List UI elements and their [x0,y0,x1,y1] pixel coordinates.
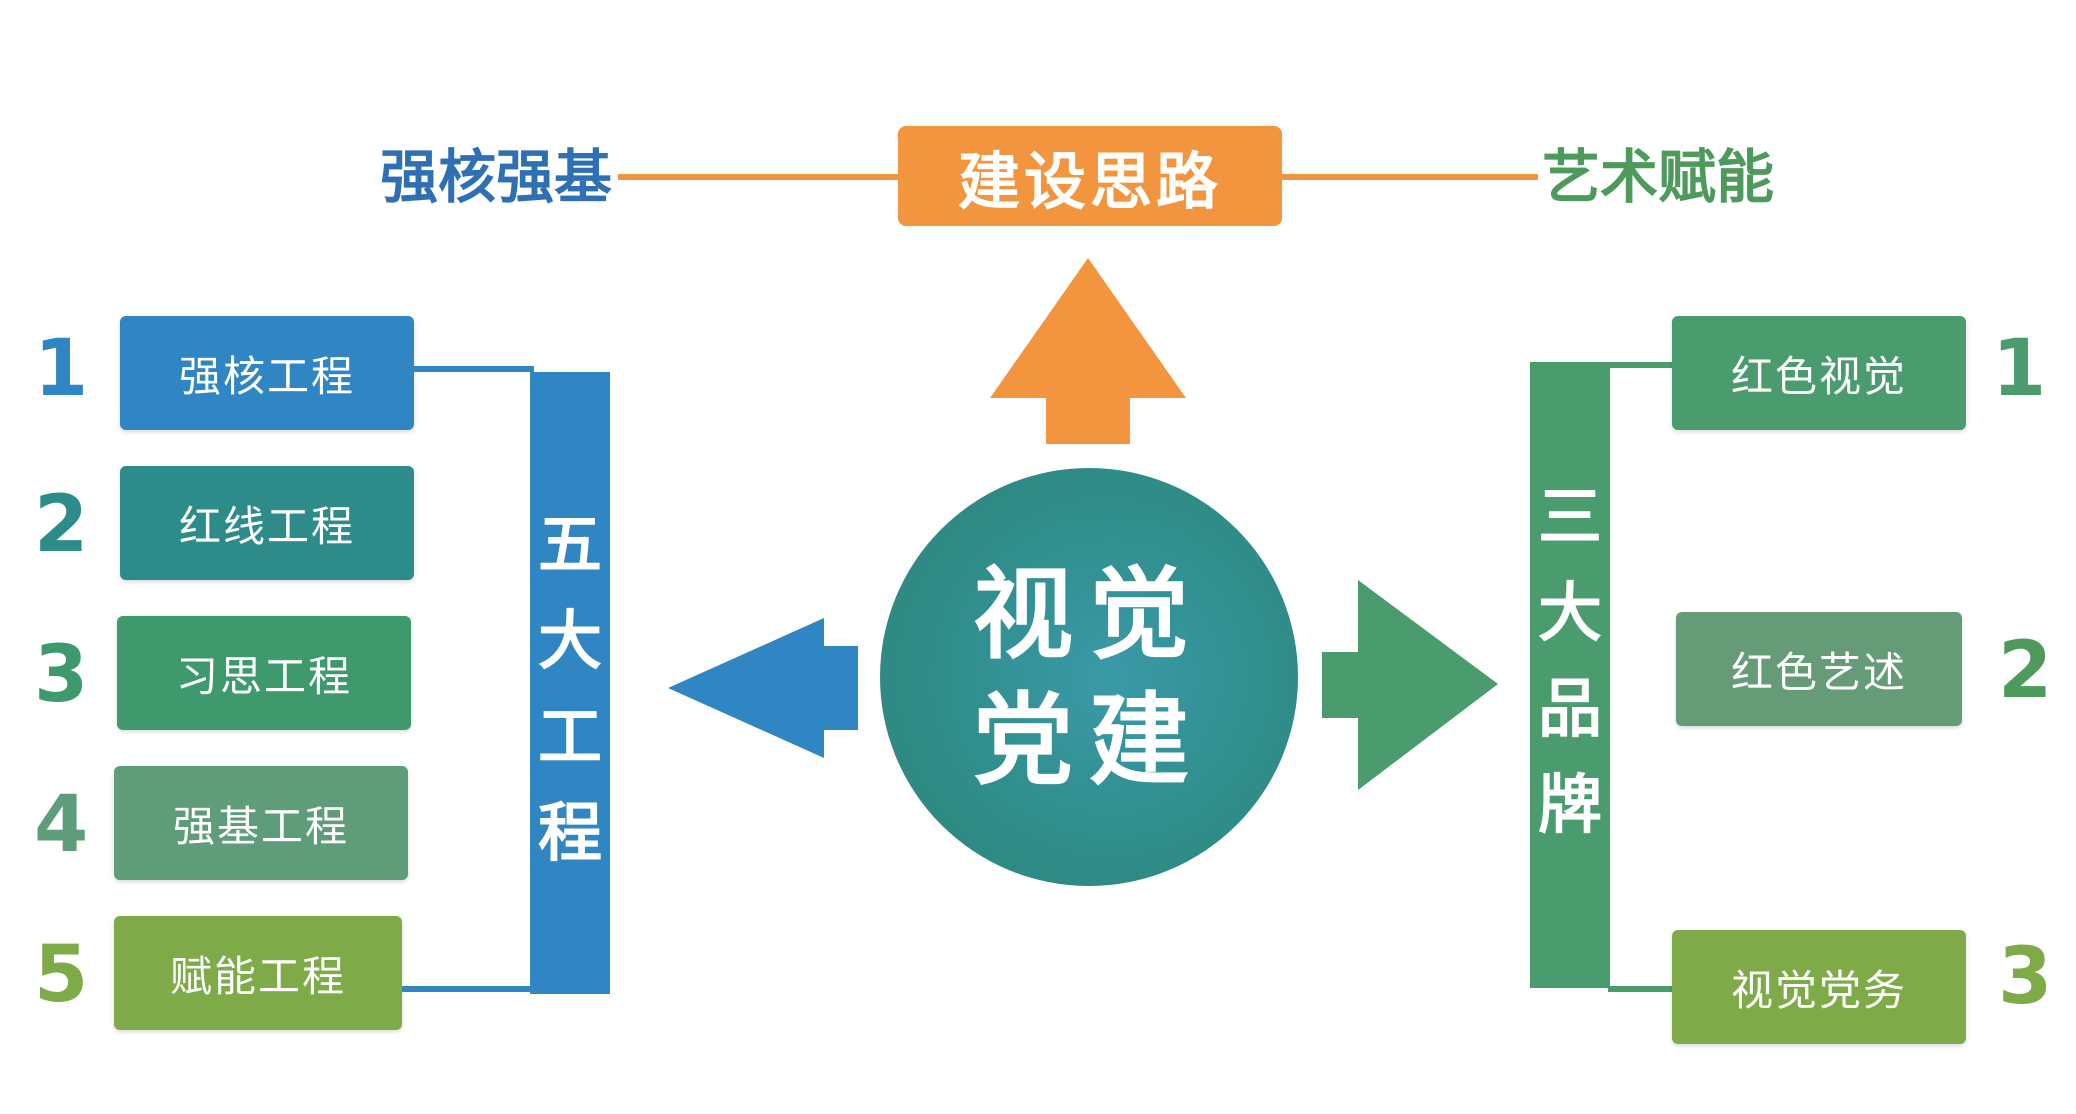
left-number-5: 5 [34,930,89,1020]
left-item-2: 红线工程 [120,466,414,580]
left-item-5-label: 赋能工程 [169,951,346,1001]
right-connector-bottom [1608,986,1674,992]
right-header-connector [1280,174,1538,180]
right-category-char-3: 品 [1538,672,1602,747]
right-category-bar: 三 大 品 牌 [1530,362,1610,988]
right-item-2: 红色艺述 [1676,612,1962,726]
right-item-3: 视觉党务 [1672,930,1966,1044]
up-arrow-icon [990,258,1186,444]
right-number-1: 1 [1992,324,2047,414]
right-header-label: 艺术赋能 [1542,143,1775,211]
left-category-char-1: 五 [538,508,602,583]
left-category-char-4: 程 [538,796,602,871]
left-connector-top [414,366,534,372]
left-connector-bottom [402,986,534,992]
left-item-1-label: 强核工程 [178,351,355,401]
left-number-3: 3 [34,630,89,720]
left-item-2-label: 红线工程 [178,501,355,551]
right-arrow-icon [1322,580,1498,790]
right-item-3-label: 视觉党务 [1730,965,1907,1015]
right-category-char-2: 大 [1538,576,1602,651]
right-connector-top [1608,362,1674,368]
left-number-2: 2 [34,480,89,570]
left-item-1: 强核工程 [120,316,414,430]
right-number-2: 2 [1998,626,2053,716]
center-text-line-2: 党建 [973,681,1205,799]
right-item-1: 红色视觉 [1672,316,1966,430]
left-category-bar: 五 大 工 程 [530,372,610,994]
right-number-3: 3 [1998,932,2053,1022]
left-arrow-icon [668,618,858,758]
right-item-2-label: 红色艺述 [1730,647,1907,697]
header-title-box: 建设思路 [898,126,1282,226]
left-category-char-2: 大 [538,604,602,679]
left-item-3-label: 习思工程 [175,651,352,701]
center-circle: 视觉 党建 [880,468,1298,886]
left-category-char-3: 工 [538,700,602,775]
left-header-connector [618,174,900,180]
header-title: 建设思路 [957,145,1222,218]
center-text-line-1: 视觉 [973,555,1205,673]
left-item-3: 习思工程 [117,616,411,730]
left-number-4: 4 [34,780,89,870]
right-category-char-4: 牌 [1538,768,1602,843]
left-item-4-label: 强基工程 [172,801,349,851]
left-item-5: 赋能工程 [114,916,402,1030]
left-item-4: 强基工程 [114,766,408,880]
left-header-label: 强核强基 [380,143,613,211]
right-category-char-1: 三 [1538,480,1602,555]
right-item-1-label: 红色视觉 [1730,351,1907,401]
left-number-1: 1 [34,324,89,414]
